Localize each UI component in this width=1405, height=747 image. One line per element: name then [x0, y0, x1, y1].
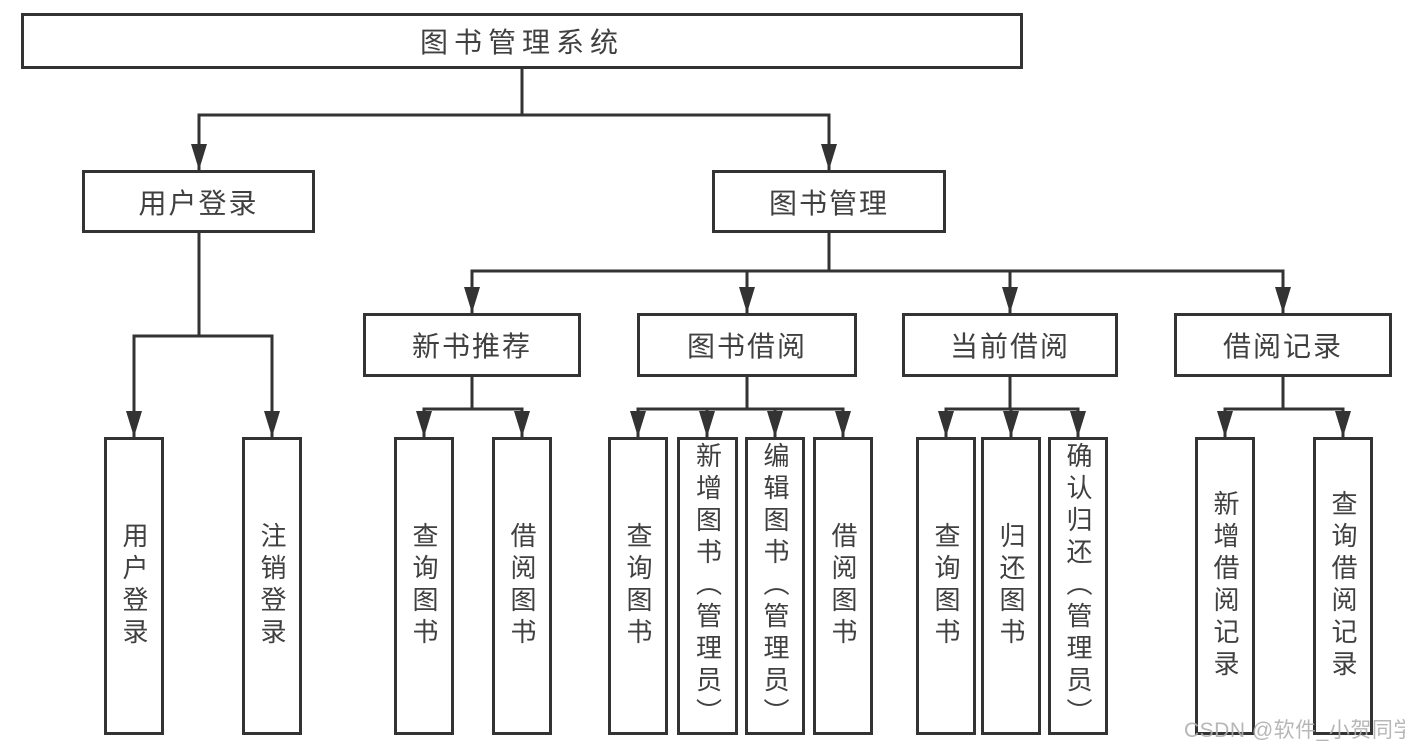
node-leaf-edit-books-admin: 编辑图书（管理员）	[745, 437, 805, 735]
arrow-icon	[767, 411, 783, 437]
node-leaf-add-books-admin: 新增图书（管理员）	[677, 437, 738, 735]
arrow-icon	[1275, 287, 1291, 313]
connector-book-management-to-level3	[470, 231, 1285, 315]
node-leaf-recommend-query-books: 查询图书	[394, 437, 454, 735]
node-leaf-current-query-books: 查询图书	[916, 437, 976, 735]
arrow-icon	[1335, 411, 1351, 437]
arrow-icon	[191, 144, 207, 170]
node-leaf-confirm-return-admin: 确认归还（管理员）	[1048, 437, 1108, 735]
node-user-login: 用户登录	[82, 170, 315, 233]
arrow-icon	[699, 411, 715, 437]
arrow-icon	[264, 411, 280, 437]
node-leaf-return-books: 归还图书	[981, 437, 1041, 735]
node-leaf-query-borrow-record: 查询借阅记录	[1313, 437, 1373, 735]
connector-user-login-to-children	[132, 231, 274, 439]
node-borrowing-records: 借阅记录	[1174, 313, 1392, 377]
arrow-icon	[835, 411, 851, 437]
node-leaf-logout: 注销登录	[242, 437, 302, 735]
arrow-icon	[1217, 411, 1233, 437]
connector-root-to-level2	[197, 67, 831, 172]
node-leaf-borrowing-borrow-books: 借阅图书	[813, 437, 873, 735]
node-leaf-add-borrow-record: 新增借阅记录	[1195, 437, 1255, 735]
node-leaf-user-login: 用户登录	[104, 437, 164, 735]
arrow-icon	[630, 411, 646, 437]
node-current-borrowing: 当前借阅	[902, 313, 1118, 377]
arrow-icon	[514, 411, 530, 437]
node-book-management: 图书管理	[712, 170, 946, 233]
connector-book-borrowing-to-children	[636, 375, 845, 439]
connector-new-book-recommend-to-children	[422, 375, 524, 439]
node-new-book-recommend: 新书推荐	[363, 313, 581, 377]
connector-borrowing-records-to-children	[1223, 375, 1345, 439]
arrow-icon	[1070, 411, 1086, 437]
arrow-icon	[739, 287, 755, 313]
node-root-library-management-system: 图书管理系统	[21, 13, 1023, 69]
arrowheads	[126, 144, 1351, 437]
arrow-icon	[821, 144, 837, 170]
csdn-watermark: CSDN @软件_小贺同学	[1184, 719, 1405, 742]
arrow-icon	[464, 287, 480, 313]
arrow-icon	[416, 411, 432, 437]
node-leaf-borrowing-query-books: 查询图书	[608, 437, 668, 735]
arrow-icon	[1003, 411, 1019, 437]
node-leaf-recommend-borrow-books: 借阅图书	[492, 437, 552, 735]
arrow-icon	[1002, 287, 1018, 313]
arrow-icon	[938, 411, 954, 437]
node-book-borrowing: 图书借阅	[637, 313, 857, 377]
arrow-icon	[126, 411, 142, 437]
